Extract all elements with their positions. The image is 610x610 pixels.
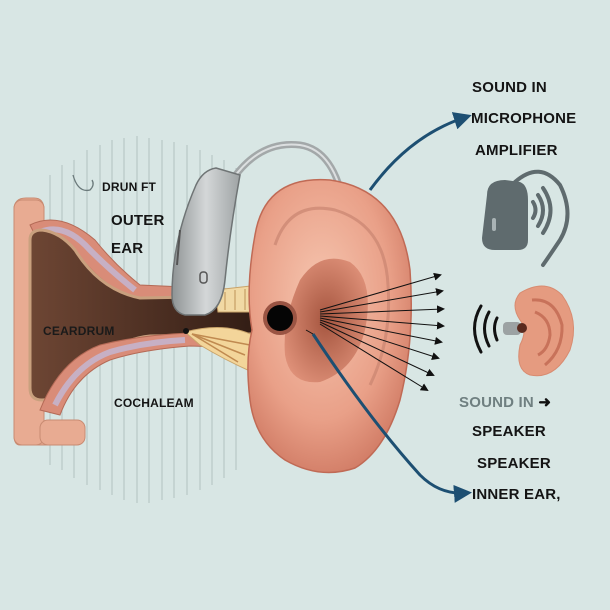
- label-sound-in-top: SOUND IN: [472, 79, 547, 96]
- right-arrow-icon: ➜: [538, 394, 552, 411]
- sound-spread-arrows: [319, 272, 445, 392]
- label-cochlea: COCHALEAM: [114, 396, 194, 410]
- ear-with-receiver-icon: [473, 285, 575, 377]
- label-sound-in-bottom-text: SOUND IN: [459, 394, 534, 411]
- hearing-aid-device: [171, 167, 241, 316]
- ear-canal-opening: [267, 305, 293, 331]
- label-speaker-2: SPEAKER: [477, 455, 551, 472]
- label-ear: EAR: [111, 240, 144, 257]
- label-drun-ft: DRUN FT: [102, 180, 157, 194]
- flow-arrow-to-microphone: [368, 112, 472, 191]
- eardrum-dot: [183, 328, 189, 334]
- label-speaker-1: SPEAKER: [472, 423, 546, 440]
- flow-arrow-to-inner-ear: [311, 333, 472, 503]
- label-microphone: MICROPHONE: [471, 110, 577, 127]
- label-inner-ear: INNER EAR,: [472, 486, 561, 503]
- hook-icon: [72, 174, 94, 192]
- bte-hearing-aid-icon: [482, 169, 570, 267]
- label-amplifier: AMPLIFIER: [475, 142, 558, 159]
- label-outer: OUTER: [111, 212, 165, 229]
- concha: [284, 258, 368, 383]
- label-sound-in-bottom: SOUND IN ➜: [459, 393, 551, 411]
- label-eardrum: CEARDRUM: [43, 324, 115, 338]
